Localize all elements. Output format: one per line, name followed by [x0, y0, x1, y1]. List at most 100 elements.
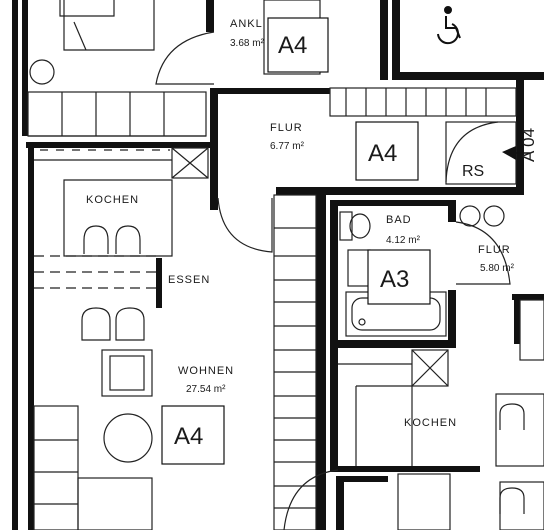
stool-2 — [115, 225, 141, 254]
unit-label-a4-wohnen: A4 — [174, 423, 203, 450]
wall-center-vertical-b — [330, 200, 338, 340]
wall-kitchen-right-bottom — [330, 466, 480, 472]
room-label-flur-right: FLUR — [478, 244, 511, 256]
thin-lines — [27, 0, 544, 530]
door-ankl — [155, 31, 215, 85]
room-label-essen: ESSEN — [168, 274, 210, 286]
right-room-shelf — [519, 299, 544, 361]
wall-flur-top — [210, 88, 330, 94]
unit-label-a4-flur: A4 — [368, 140, 397, 167]
wc-tank — [339, 211, 353, 241]
furniture — [81, 225, 525, 514]
room-area-bad: 4.12 m² — [386, 235, 421, 246]
wall-flur-left — [210, 90, 218, 210]
wall-center-vertical-a — [316, 195, 326, 530]
room-label-bad: BAD — [386, 214, 412, 226]
wall-bad-right — [448, 200, 456, 222]
unit-box-a4-wohnen — [161, 405, 225, 465]
doors — [29, 31, 511, 530]
wall-top-right-horizontal — [392, 72, 544, 80]
door-rs — [445, 121, 499, 183]
top-left-furniture-fold — [73, 21, 87, 51]
wall-left-outer — [12, 0, 18, 530]
wall-top-left-vertical — [22, 0, 28, 136]
door-kitchen-right — [283, 469, 339, 530]
flur-top-shelf — [329, 87, 517, 117]
chair-1 — [81, 307, 111, 341]
triangle-marker-icon — [502, 146, 516, 160]
wall-ankl-left — [206, 0, 214, 32]
sofa-left — [33, 405, 79, 530]
wall-right-room-vertical — [514, 294, 520, 344]
shaft-cross-right — [411, 349, 449, 387]
wall-bad-top — [330, 200, 448, 206]
kitchen-left-counter-dashed — [34, 255, 156, 289]
right-room-cabinet — [495, 393, 544, 467]
rs-label: RS — [462, 163, 484, 180]
top-left-shelf — [27, 91, 207, 137]
room-area-flur-top: 6.77 m² — [270, 141, 305, 152]
room-label-kochen-left: KOCHEN — [86, 194, 139, 206]
plant-top-left — [29, 59, 55, 85]
wall-right-edge — [516, 80, 524, 188]
unit-boxes — [161, 17, 431, 465]
wall-top-mid-a — [380, 0, 388, 80]
chair-2 — [115, 307, 145, 341]
shaft-box-right — [411, 349, 449, 387]
wall-right-room-top — [512, 294, 544, 300]
round-table — [103, 413, 153, 463]
kitchen-right-chair-1 — [499, 403, 525, 430]
flur-top-shelf-divisions — [345, 88, 487, 116]
shaft-cross — [171, 147, 209, 179]
corridor-shelf — [273, 194, 317, 530]
wall-top-mid-b — [392, 0, 400, 80]
tub-drain — [358, 318, 366, 326]
unit-box-a3 — [367, 249, 431, 305]
corridor-shelf-divisions — [274, 227, 316, 509]
armchair — [101, 349, 153, 397]
kitchen-left-counter — [34, 159, 173, 257]
wall-lower-center-block — [336, 478, 344, 530]
door-bad — [455, 221, 511, 285]
sofa-back — [77, 477, 153, 530]
door-flur — [217, 197, 273, 253]
walls — [12, 0, 544, 530]
wall-flur-bottom — [276, 187, 524, 195]
unit-label-a3: A3 — [380, 266, 409, 293]
armchair-inner — [109, 355, 145, 391]
wall-left-room-top — [26, 142, 212, 148]
room-label-flur-top: FLUR — [270, 122, 303, 134]
wall-left-room-inner — [28, 148, 34, 530]
sofa-left-cushions — [34, 439, 78, 505]
wc-bowl — [349, 213, 371, 239]
towel-ring-2 — [483, 205, 505, 227]
wall-lower-center-top — [336, 476, 388, 482]
top-left-room-outline — [59, 0, 115, 17]
room-area-ankl: 3.68 m² — [230, 38, 265, 49]
kitchen-right-chair-2 — [499, 487, 525, 514]
room-label-wohnen: WOHNEN — [178, 365, 234, 377]
wall-essen-divider — [156, 258, 162, 308]
shaft-box — [171, 147, 209, 179]
room-label-ankl: ANKL — [230, 18, 263, 30]
unit-box-a4-top — [267, 17, 329, 73]
top-left-furniture — [63, 0, 155, 51]
wall-kitchen-right-vertical — [330, 348, 338, 470]
wheelchair-wheel — [437, 23, 459, 45]
room-area-flur-right: 5.80 m² — [480, 263, 515, 274]
towel-ring-1 — [459, 205, 481, 227]
stool-1 — [83, 225, 109, 254]
wall-bad-bottom — [330, 340, 456, 348]
top-left-shelf-divisions — [61, 92, 165, 136]
room-label-kochen-right: KOCHEN — [404, 417, 457, 429]
unit-box-a4-flur — [355, 121, 419, 181]
lower-center-cabinet — [397, 473, 451, 530]
kitchen-right-counter — [338, 363, 413, 466]
unit-label-a4-top: A4 — [278, 32, 307, 59]
unit-ref-label: A 04 — [519, 128, 538, 162]
wall-bad-right-lower — [448, 290, 456, 346]
room-area-wohnen: 27.54 m² — [186, 384, 226, 395]
wheelchair-head — [444, 6, 452, 14]
wheelchair-icon — [437, 6, 461, 45]
